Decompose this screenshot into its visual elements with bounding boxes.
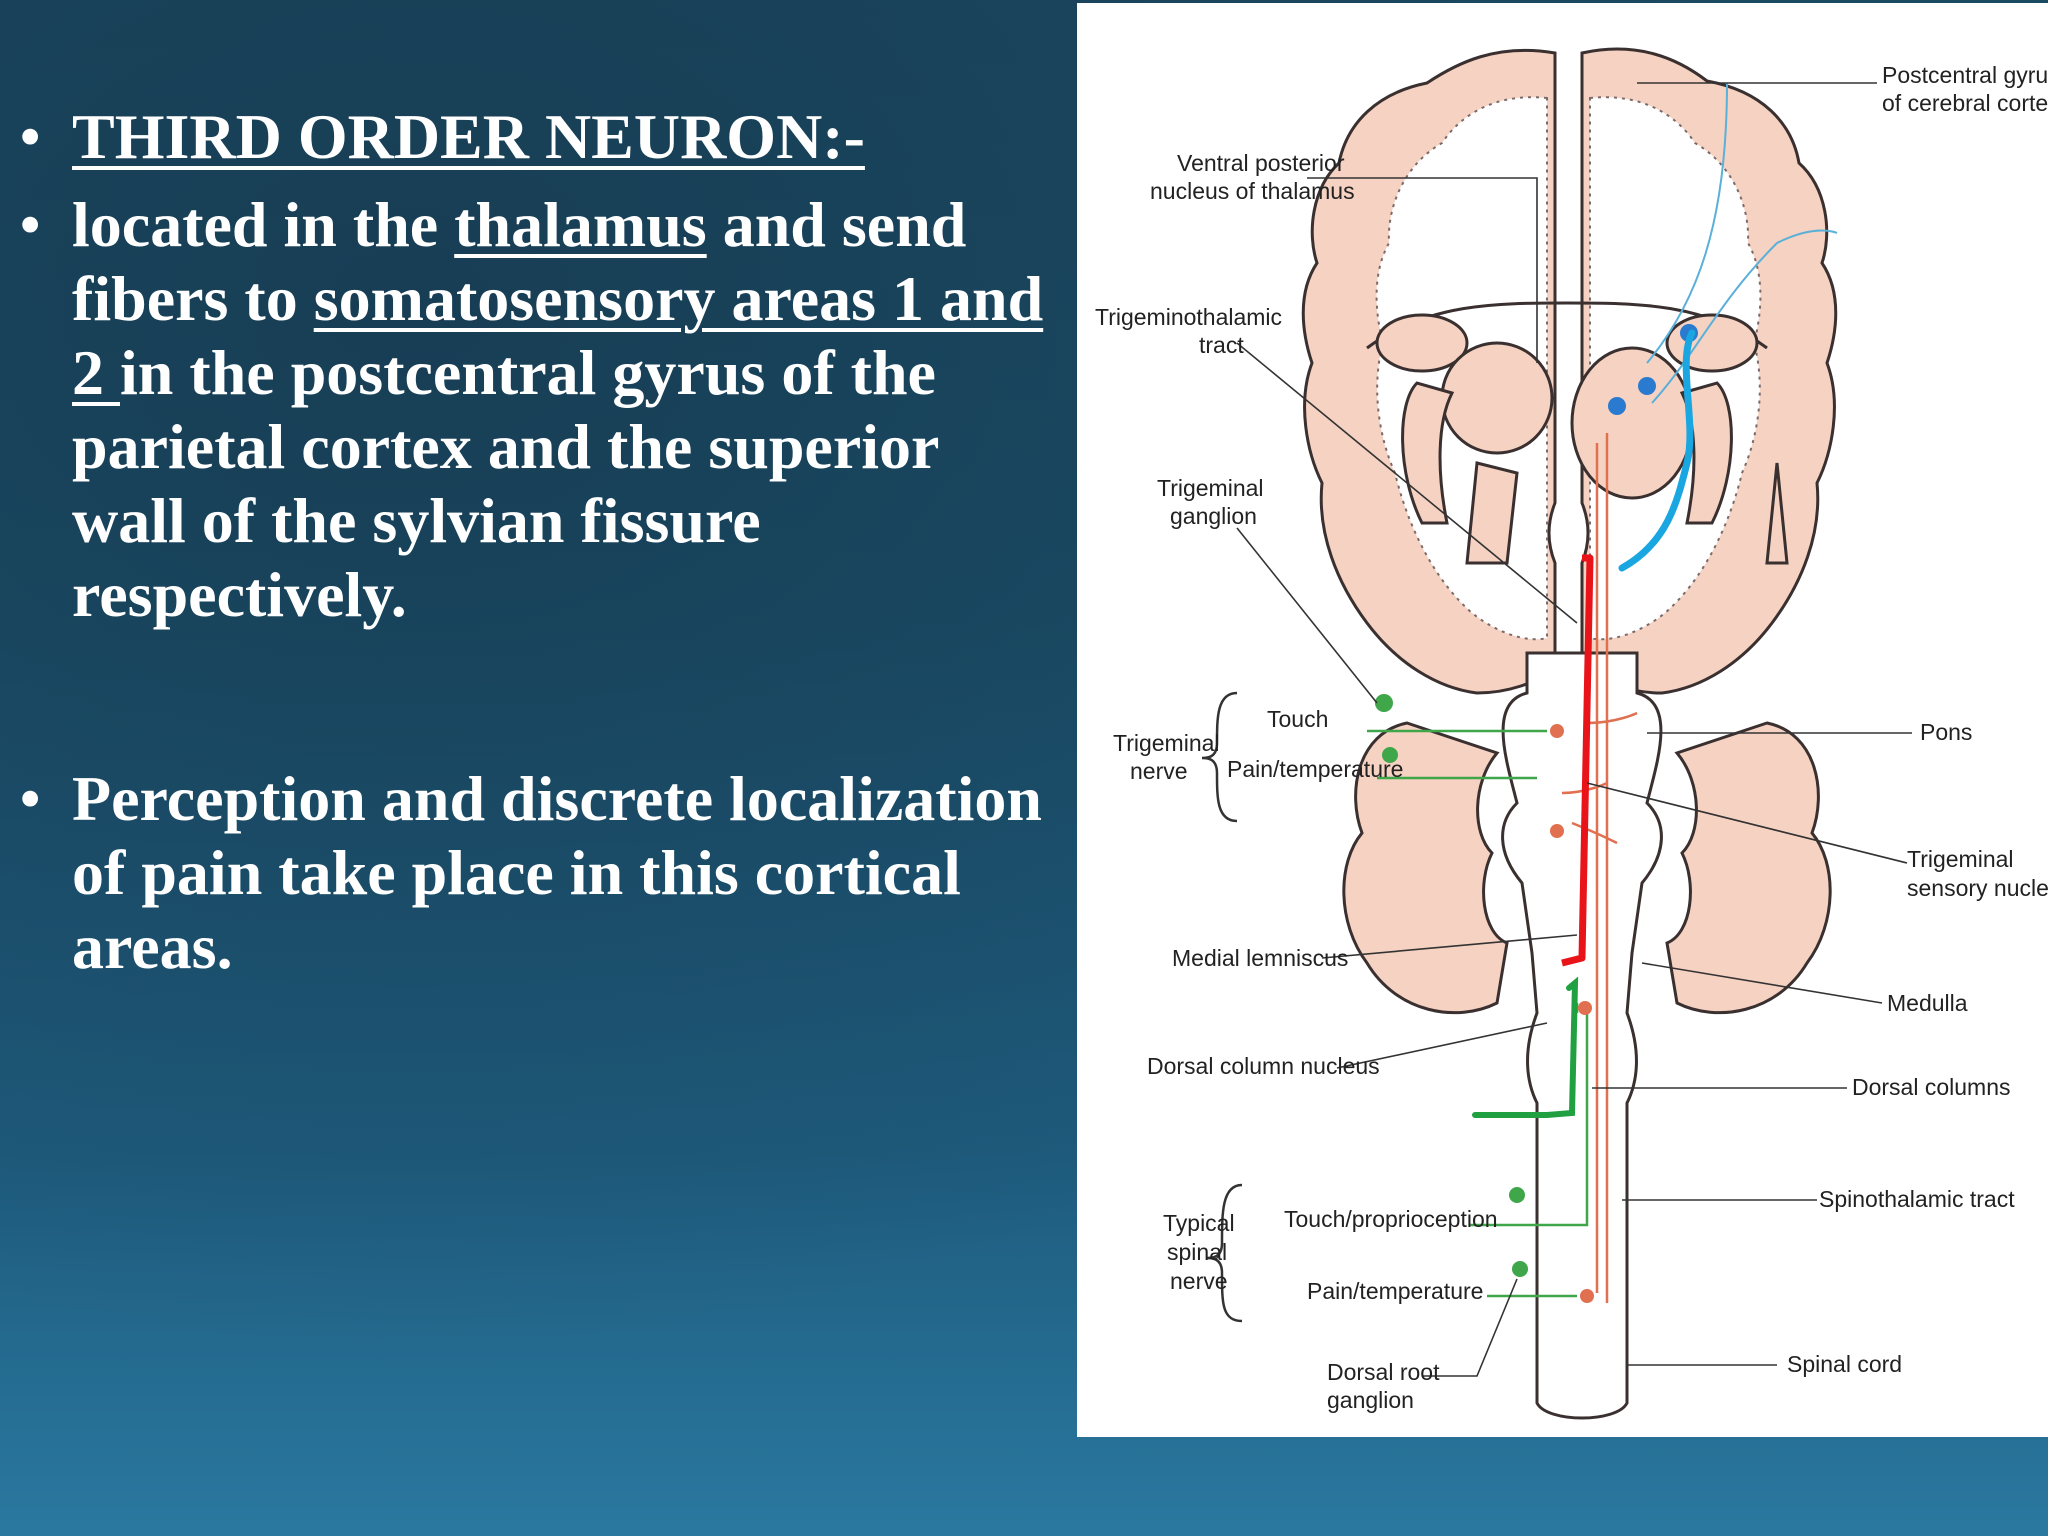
bullet-dot: • <box>20 104 41 169</box>
underlined-somatosensory-areas: somatosensory areas 1 and 2 <box>72 263 1044 408</box>
label-postcentral-gyrus-2: of cerebral cortex <box>1882 90 2048 116</box>
label-trigeminal-nerve: Trigeminal <box>1113 730 1220 756</box>
label-dorsal-root-2: ganglion <box>1327 1387 1414 1413</box>
label-pain-temperature-spinal: Pain/temperature <box>1307 1278 1483 1304</box>
label-trigeminal-ganglion-2: ganglion <box>1170 503 1257 529</box>
label-ventral-posterior: Ventral posterior <box>1177 150 1345 176</box>
annotation-blue-line <box>1618 329 1696 572</box>
cortical-fiber <box>1646 82 1728 364</box>
leader-lines <box>1236 82 1912 1377</box>
text-segment: in the postcentral gyrus of the parietal… <box>72 337 939 630</box>
bullet-perception: • Perception and discrete localization o… <box>20 762 1060 984</box>
bullet-thalamus-description: • located in the thalamus and send fiber… <box>20 188 1060 632</box>
label-medulla: Medulla <box>1887 990 1968 1016</box>
label-dorsal-root: Dorsal root <box>1327 1359 1440 1385</box>
brainstem <box>1501 651 1663 1420</box>
label-spinal: spinal <box>1167 1239 1227 1265</box>
perception-text: Perception and discrete localization of … <box>72 763 1042 982</box>
label-dorsal-columns: Dorsal columns <box>1852 1074 2011 1100</box>
sensory-pathway-diagram: Postcentral gyrus of cerebral cortex Ven… <box>1077 3 2048 1437</box>
bullet-dot: • <box>20 766 41 831</box>
label-spinothalamic-tract: Spinothalamic tract <box>1819 1186 2015 1212</box>
label-dorsal-column-nucleus: Dorsal column nucleus <box>1147 1053 1380 1079</box>
text-segment: located in the <box>72 189 455 260</box>
label-trigeminal-sensory-2: sensory nucleus <box>1907 875 2048 901</box>
label-postcentral-gyrus: Postcentral gyrus <box>1882 62 2048 88</box>
label-trigeminal-ganglion: Trigeminal <box>1157 475 1264 501</box>
heading-third-order-neuron: THIRD ORDER NEURON:- <box>72 101 865 172</box>
trigeminal-brace <box>1201 691 1238 823</box>
label-typical: Typical <box>1163 1210 1235 1236</box>
label-trigeminal-sensory: Trigeminal <box>1907 846 2014 872</box>
label-trigeminal-nerve-2: nerve <box>1130 758 1188 784</box>
label-touch: Touch <box>1267 706 1328 732</box>
diagram-svg: Postcentral gyrus of cerebral cortex Ven… <box>1095 47 2048 1420</box>
cortical-fiber <box>1651 229 1838 404</box>
label-trigeminothalamic: Trigeminothalamic <box>1095 304 1282 330</box>
annotation-red-line <box>1561 554 1594 967</box>
pain-temperature-pathway <box>1561 433 1638 1303</box>
label-spinal-cord: Spinal cord <box>1787 1351 1902 1377</box>
text-segment: and send fibers to <box>72 189 967 334</box>
bullet-heading: • THIRD ORDER NEURON:- <box>20 100 1060 174</box>
label-pons: Pons <box>1920 719 1972 745</box>
cerebellum <box>1342 721 1832 1015</box>
thalamus-nucleus <box>1570 346 1694 500</box>
bullet-dot: • <box>20 192 41 257</box>
underlined-thalamus: thalamus <box>454 189 707 260</box>
label-nerve: nerve <box>1170 1268 1228 1294</box>
touch-pathway <box>1367 729 1589 1298</box>
ganglion-dots <box>1375 324 1698 1303</box>
spinal-nerve-brace <box>1206 1183 1243 1323</box>
annotation-green-line <box>1472 976 1579 1118</box>
bullet-list: • THIRD ORDER NEURON:- • located in the … <box>20 100 1060 984</box>
label-medial-lemniscus: Medial lemniscus <box>1172 945 1348 971</box>
label-pain-temperature-trigeminal: Pain/temperature <box>1227 756 1403 782</box>
label-touch-proprioception: Touch/proprioception <box>1284 1206 1498 1232</box>
label-ventral-posterior-2: nucleus of thalamus <box>1150 178 1355 204</box>
label-trigeminothalamic-2: tract <box>1199 332 1244 358</box>
